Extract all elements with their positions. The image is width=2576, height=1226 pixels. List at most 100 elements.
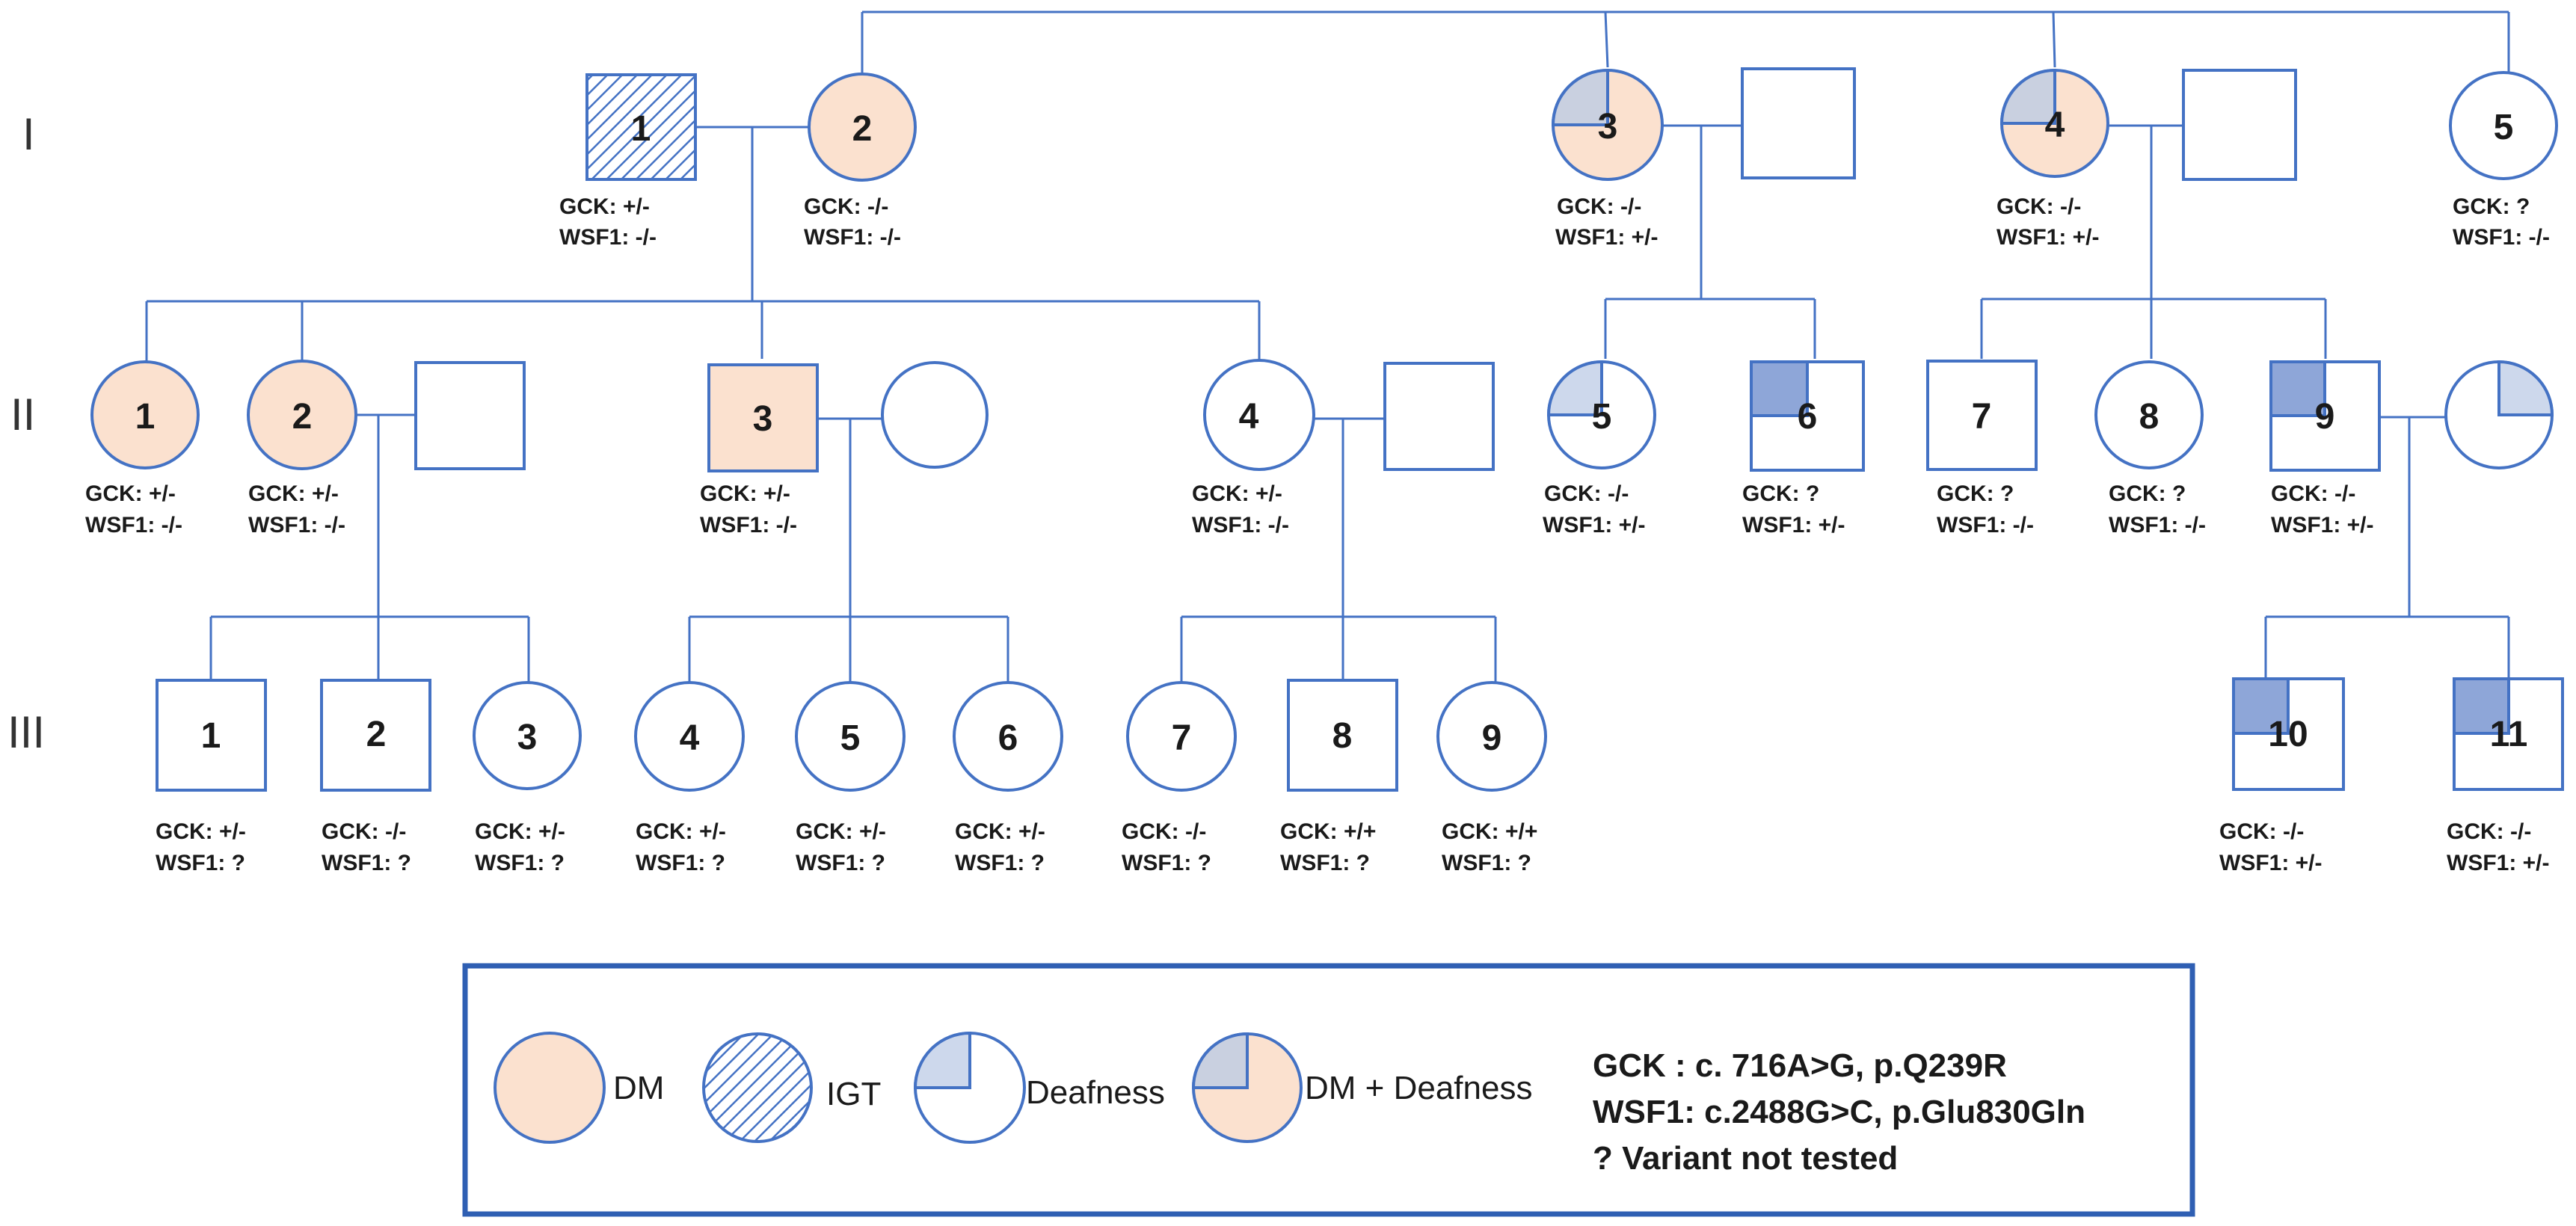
legend-igt-swatch: [702, 1032, 813, 1143]
wsf1-genotype: WSF1: ?: [1442, 851, 1531, 875]
legend-igt-label: IGT: [826, 1076, 881, 1112]
individual-number: 1: [631, 109, 651, 149]
wsf1-genotype: WSF1: ?: [1122, 851, 1211, 875]
wsf1-genotype: WSF1: -/-: [559, 225, 657, 250]
wsf1-genotype: WSF1: -/-: [804, 225, 901, 250]
individual-ii-9: 9 GCK: -/- WSF1: +/-: [2269, 360, 2381, 537]
pedigree-lines: [145, 10, 2510, 682]
legend-not-tested-note: ? Variant not tested: [1593, 1140, 1898, 1177]
gck-genotype: GCK: +/-: [248, 481, 339, 506]
gck-genotype: GCK: ?: [1742, 481, 1819, 506]
gck-genotype: GCK: +/+: [1442, 819, 1537, 844]
gck-genotype: GCK: +/-: [85, 481, 176, 506]
legend-deafness-label: Deafness: [1026, 1074, 1165, 1111]
individual-number: 9: [2315, 397, 2335, 437]
individual-iii-6: 6 GCK: +/- WSF1: ?: [953, 681, 1063, 875]
wsf1-genotype: WSF1: ?: [636, 851, 725, 875]
individual-iii-8: 8 GCK: +/+ WSF1: ?: [1280, 679, 1398, 875]
generation-label-i: I: [22, 109, 35, 159]
spouse-i-3: [1741, 67, 1856, 179]
generation-label-ii: II: [10, 389, 35, 440]
individual-iii-4: 4 GCK: +/- WSF1: ?: [634, 681, 745, 875]
individual-number: 5: [1592, 397, 1612, 437]
gck-genotype: GCK: ?: [2453, 194, 2530, 219]
individual-number: 3: [517, 718, 538, 757]
individual-iii-3: 3 GCK: +/- WSF1: ?: [473, 681, 582, 875]
gck-genotype: GCK: +/-: [156, 819, 246, 844]
individual-iii-1: 1 GCK: +/- WSF1: ?: [156, 679, 267, 875]
individual-iii-11: 11 GCK: -/- WSF1: +/-: [2447, 677, 2564, 875]
legend-deafness-swatch: [913, 1031, 1026, 1144]
spouse-ii-3: [881, 361, 989, 469]
individual-iii-7: 7 GCK: -/- WSF1: ?: [1122, 681, 1237, 875]
spouse-ii-4: [1383, 362, 1495, 471]
individual-ii-3: 3 GCK: +/- WSF1: -/-: [700, 363, 819, 537]
individual-number: 8: [1332, 716, 1353, 756]
individual-iii-2: 2 GCK: -/- WSF1: ?: [320, 679, 431, 875]
individual-number: 8: [2139, 397, 2160, 437]
individual-number: 1: [135, 397, 156, 437]
individual-number: 4: [1239, 397, 1259, 437]
individual-number: 7: [1172, 718, 1192, 758]
gck-genotype: GCK: +/-: [955, 819, 1045, 844]
wsf1-genotype: WSF1: -/-: [248, 513, 345, 537]
individual-number: 4: [680, 718, 700, 758]
legend-gck-variant: GCK : c. 716A>G, p.Q239R: [1593, 1047, 2007, 1084]
individual-number: 7: [1972, 397, 1992, 437]
individual-ii-8: 8 GCK: ? WSF1: -/-: [2094, 360, 2206, 537]
individual-iii-9: 9 GCK: +/+ WSF1: ?: [1436, 681, 1547, 875]
individual-ii-7: 7 GCK: ? WSF1: -/-: [1926, 360, 2038, 537]
wsf1-genotype: WSF1: +/-: [1996, 225, 2100, 250]
wsf1-genotype: WSF1: ?: [955, 851, 1045, 875]
wsf1-genotype: WSF1: ?: [1280, 851, 1370, 875]
wsf1-genotype: WSF1: +/-: [1543, 513, 1646, 537]
wsf1-genotype: WSF1: +/-: [2219, 851, 2323, 875]
gck-genotype: GCK: +/-: [475, 819, 565, 844]
individual-ii-5: 5 GCK: -/- WSF1: +/-: [1543, 360, 1656, 537]
individual-i-5: 5 GCK: ? WSF1: -/-: [2449, 71, 2558, 250]
individual-ii-4: 4 GCK: +/- WSF1: -/-: [1192, 359, 1315, 537]
individual-number: 10: [2268, 715, 2308, 754]
wsf1-genotype: WSF1: +/-: [2271, 513, 2374, 537]
individual-number: 6: [1798, 397, 1818, 437]
wsf1-genotype: WSF1: -/-: [700, 513, 797, 537]
individual-number: 5: [2494, 108, 2514, 147]
wsf1-genotype: WSF1: -/-: [1937, 513, 2034, 537]
individual-number: 4: [2045, 105, 2065, 145]
individual-i-1: 1 GCK: +/- WSF1: -/-: [559, 73, 697, 250]
individual-iii-10: 10 GCK: -/- WSF1: +/-: [2219, 677, 2345, 875]
gck-genotype: GCK: +/-: [796, 819, 886, 844]
gck-genotype: GCK: -/-: [804, 194, 888, 219]
individual-number: 3: [753, 399, 773, 439]
individual-number: 6: [998, 718, 1018, 758]
legend-dm-deafness-swatch: [1191, 1032, 1303, 1143]
wsf1-genotype: WSF1: ?: [796, 851, 885, 875]
individual-iii-5: 5 GCK: +/- WSF1: ?: [795, 681, 906, 875]
gck-genotype: GCK: +/-: [700, 481, 790, 506]
gck-genotype: GCK: +/-: [559, 194, 650, 219]
wsf1-genotype: WSF1: ?: [322, 851, 411, 875]
legend-dm-deafness-label: DM + Deafness: [1305, 1070, 1532, 1106]
spouse-ii-2: [414, 361, 526, 470]
gck-genotype: GCK: -/-: [1544, 481, 1629, 506]
wsf1-genotype: WSF1: -/-: [1192, 513, 1289, 537]
individual-number: 1: [201, 716, 221, 756]
individual-number: 2: [852, 109, 873, 149]
individual-number: 2: [292, 397, 313, 437]
wsf1-genotype: WSF1: -/-: [85, 513, 182, 537]
wsf1-genotype: WSF1: -/-: [2109, 513, 2206, 537]
individual-number: 11: [2490, 715, 2528, 754]
wsf1-genotype: WSF1: -/-: [2453, 225, 2550, 250]
individual-i-2: 2 GCK: -/- WSF1: -/-: [804, 73, 917, 250]
gck-genotype: GCK: -/-: [1557, 194, 1641, 219]
gck-genotype: GCK: ?: [1937, 481, 2014, 506]
individual-number: 5: [840, 718, 861, 758]
legend-dm-label: DM: [613, 1070, 664, 1106]
gck-genotype: GCK: -/-: [322, 819, 406, 844]
individual-i-3: 3 GCK: -/- WSF1: +/-: [1551, 68, 1664, 250]
gck-genotype: GCK: +/+: [1280, 819, 1376, 844]
gck-genotype: GCK: +/-: [636, 819, 726, 844]
individual-i-4: 4 GCK: -/- WSF1: +/-: [1996, 68, 2109, 250]
individual-number: 9: [1482, 718, 1502, 758]
